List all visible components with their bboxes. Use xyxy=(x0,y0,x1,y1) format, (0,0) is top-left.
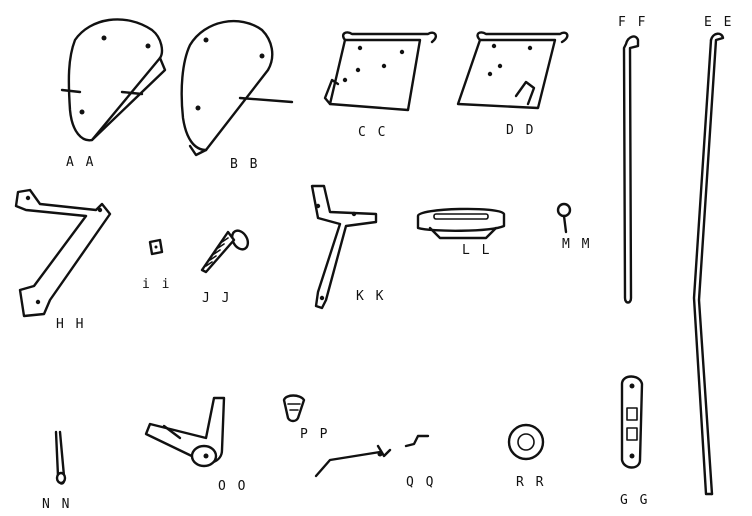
label-dd: D D xyxy=(506,123,536,138)
part-ff xyxy=(622,35,640,304)
part-rr xyxy=(507,423,545,461)
part-bb xyxy=(180,19,294,157)
label-aa: A A xyxy=(66,155,96,170)
part-qq xyxy=(314,434,430,478)
label-rr: R R xyxy=(516,475,546,490)
label-oo: O O xyxy=(218,479,248,494)
label-nn: N N xyxy=(42,497,72,512)
part-ee xyxy=(692,32,725,496)
label-jj: J J xyxy=(202,291,232,306)
part-ii xyxy=(148,238,164,256)
label-ee: E E xyxy=(704,15,734,30)
part-hh xyxy=(14,188,112,318)
label-ll: L L xyxy=(462,243,492,258)
label-cc: C C xyxy=(358,125,388,140)
label-hh: H H xyxy=(56,317,86,332)
part-mm xyxy=(556,202,572,234)
label-pp: P P xyxy=(300,427,330,442)
part-cc xyxy=(323,31,438,112)
label-ff: F F xyxy=(618,15,648,30)
part-oo xyxy=(144,396,226,468)
label-kk: K K xyxy=(356,289,386,304)
label-qq: Q Q xyxy=(406,475,436,490)
label-mm: M M xyxy=(562,237,592,252)
label-bb: B B xyxy=(230,157,260,172)
part-nn xyxy=(54,430,67,485)
part-pp xyxy=(282,394,306,423)
part-gg xyxy=(620,375,644,469)
part-kk xyxy=(310,184,378,310)
part-jj xyxy=(200,229,250,274)
label-gg: G G xyxy=(620,493,650,508)
part-dd xyxy=(456,31,569,110)
label-ii: i i xyxy=(142,277,172,292)
part-ll xyxy=(416,207,506,240)
part-aa xyxy=(60,18,167,142)
